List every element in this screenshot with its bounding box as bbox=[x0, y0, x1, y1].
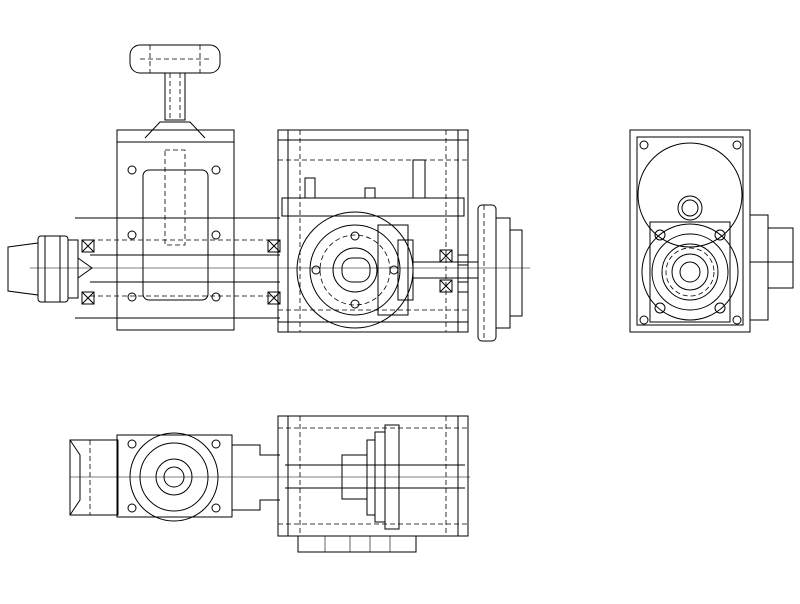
top-view bbox=[69, 415, 470, 553]
handle-knob bbox=[129, 44, 221, 74]
gear-wheel bbox=[296, 211, 414, 329]
output-flange bbox=[412, 204, 523, 342]
valve-body bbox=[116, 129, 235, 331]
left-coupling bbox=[7, 235, 93, 303]
side-view bbox=[629, 129, 794, 333]
bearing-mid bbox=[267, 239, 281, 305]
gearbox-housing bbox=[277, 129, 469, 333]
front-view bbox=[7, 44, 530, 342]
horizontal-shaft bbox=[30, 217, 530, 319]
bearing-right bbox=[439, 249, 469, 293]
bearing-left bbox=[81, 239, 95, 305]
handle-stem bbox=[144, 73, 206, 139]
